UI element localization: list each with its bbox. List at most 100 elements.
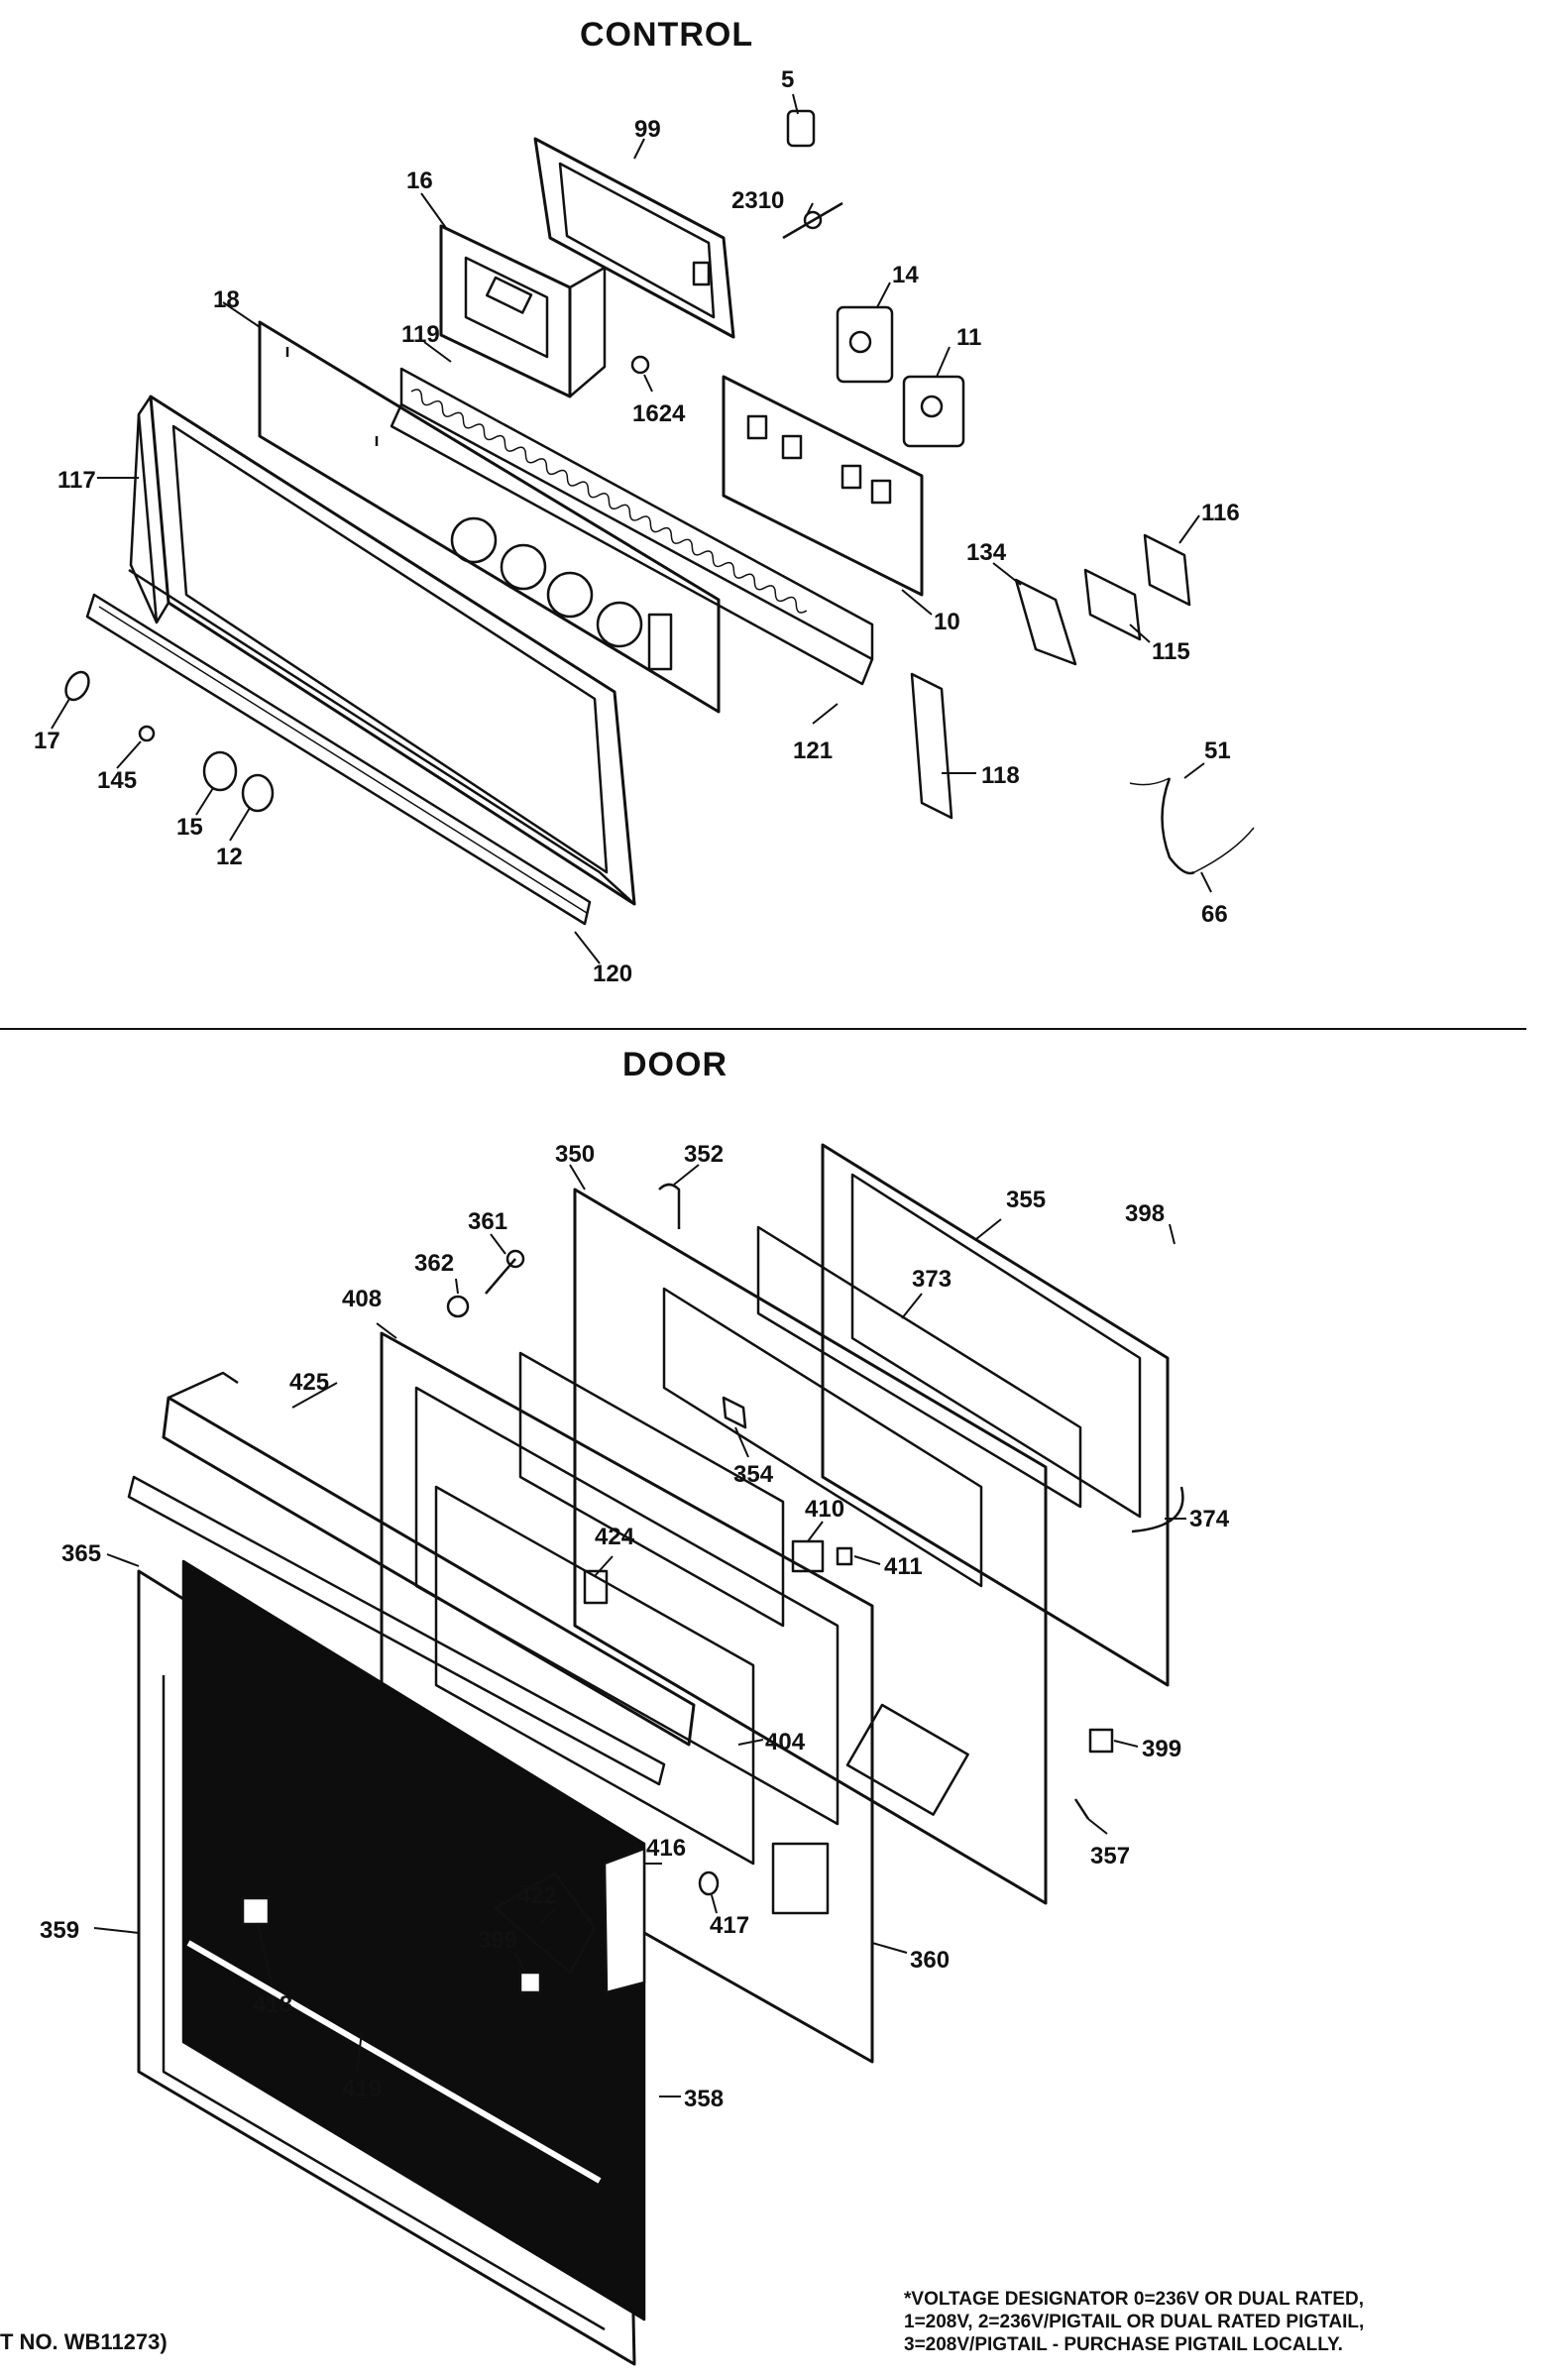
- part-label: 15: [176, 814, 203, 841]
- part-label: 118: [981, 762, 1020, 789]
- knob-15: [202, 750, 238, 792]
- bracket-116: [1143, 533, 1191, 607]
- leader-lines: [51, 93, 1212, 2097]
- bulb-17: [64, 670, 90, 702]
- part-label: 422: [517, 1882, 557, 1909]
- part-label: 14: [892, 262, 919, 288]
- knob-5: [786, 109, 816, 148]
- part-label: 359: [40, 1917, 79, 1944]
- part-label: 117: [57, 467, 96, 494]
- part-label: 399: [478, 1927, 517, 1954]
- bracket-422: [494, 1871, 597, 1975]
- part-label: 404: [765, 1729, 806, 1756]
- door-section-title: DOOR: [622, 1046, 728, 1083]
- washer-362: [446, 1295, 470, 1318]
- part-label: 399: [1142, 1736, 1181, 1762]
- part-label: 408: [342, 1286, 382, 1312]
- latch-410: [791, 1539, 825, 1573]
- clip-424: [583, 1569, 609, 1605]
- part-label: 134: [966, 539, 1007, 566]
- bracket-416: [603, 1847, 646, 1994]
- part-label: 121: [793, 737, 833, 764]
- part-label: 10: [934, 609, 960, 635]
- screw-357: [1073, 1798, 1090, 1820]
- handle-425: [162, 1371, 696, 1747]
- nut-1624: [630, 355, 650, 375]
- part-label: 361: [468, 1208, 507, 1235]
- note-line: *VOLTAGE DESIGNATOR 0=236V OR DUAL RATED…: [904, 2289, 1364, 2310]
- timer-16: [439, 224, 607, 398]
- part-label: 119: [401, 321, 440, 348]
- part-label: 99: [634, 116, 661, 143]
- clip-354: [722, 1396, 747, 1429]
- outer-glass-358: [181, 1559, 646, 2322]
- screw-145: [138, 725, 156, 742]
- part-label: 1624: [632, 400, 686, 427]
- note-line: 1=208V, 2=236V/PIGTAIL OR DUAL RATED PIG…: [904, 2312, 1365, 2332]
- part-label: 352: [684, 1141, 724, 1168]
- part-label: 11: [956, 324, 981, 351]
- part-label: 51: [1204, 737, 1231, 764]
- door-frame-355: [821, 1143, 1170, 1687]
- pigtail-51-66: [1129, 777, 1255, 875]
- part-label: 12: [216, 844, 243, 870]
- part-label: 358: [684, 2086, 724, 2112]
- control-section-title: CONTROL: [580, 16, 754, 54]
- bracket-99: [533, 137, 735, 339]
- gasket-frame-373: [756, 1225, 1082, 1509]
- part-label: 350: [555, 1141, 595, 1168]
- part-label: 16: [406, 168, 433, 194]
- voltage-designator-note: *VOLTAGE DESIGNATOR 0=236V OR DUAL RATED…: [904, 2288, 1558, 2356]
- inner-panel-350: [573, 1188, 1048, 1905]
- part-label: 362: [414, 1250, 454, 1277]
- part-label: 411: [884, 1553, 923, 1580]
- part-label: 417: [710, 1912, 749, 1939]
- section-divider: [0, 1028, 1526, 1030]
- part-label: 398: [1125, 1200, 1165, 1227]
- part-label: 425: [289, 1369, 329, 1396]
- part-label: 5: [781, 66, 794, 93]
- trim-strip-120: [85, 593, 592, 926]
- part-label: 355: [1006, 1187, 1046, 1213]
- element-rail-119-121: [390, 367, 874, 686]
- part-label: 373: [912, 1266, 952, 1293]
- part-label: 354: [733, 1461, 774, 1488]
- part-label: 424: [595, 1524, 635, 1550]
- strip-419: [186, 1940, 602, 2184]
- clip-411: [836, 1546, 853, 1566]
- part-label: 360: [910, 1947, 950, 1974]
- part-label: 120: [593, 961, 632, 987]
- part-label: 115: [1152, 638, 1190, 665]
- knob-12: [241, 773, 275, 813]
- part-label: 416: [646, 1835, 686, 1862]
- part-label: 374: [1189, 1506, 1230, 1532]
- part-label: 66: [1201, 901, 1228, 928]
- trim-365: [127, 1475, 666, 1786]
- switch-14: [836, 305, 894, 384]
- clip-418: [241, 1896, 271, 1926]
- spacer-399-b: [518, 1971, 542, 1994]
- console-frame-117: [128, 395, 636, 906]
- relay-115: [1083, 568, 1142, 641]
- part-label: 18: [213, 286, 240, 313]
- bracket-118: [910, 672, 953, 820]
- part-label: 2310: [731, 187, 784, 214]
- switch-11: [902, 375, 965, 448]
- switch-plate-10: [722, 375, 924, 597]
- part-number-reference: T NO. WB11273): [0, 2329, 168, 2354]
- note-line: 3=208V/PIGTAIL - PURCHASE PIGTAIL LOCALL…: [904, 2334, 1343, 2355]
- sensor-2310: [782, 201, 843, 240]
- part-label: 357: [1090, 1843, 1130, 1869]
- hinge-352: [658, 1183, 681, 1229]
- part-label: 17: [34, 728, 60, 754]
- bumper-417: [698, 1870, 720, 1896]
- part-label: 116: [1201, 500, 1240, 526]
- window-glass-404: [434, 1351, 785, 1866]
- screw-361: [485, 1249, 525, 1295]
- part-label: 418: [253, 1991, 292, 2018]
- part-label: 410: [805, 1496, 844, 1523]
- spacer-399-a: [1088, 1728, 1114, 1754]
- part-label: 419: [342, 2076, 382, 2102]
- control-panel-18: [258, 320, 721, 714]
